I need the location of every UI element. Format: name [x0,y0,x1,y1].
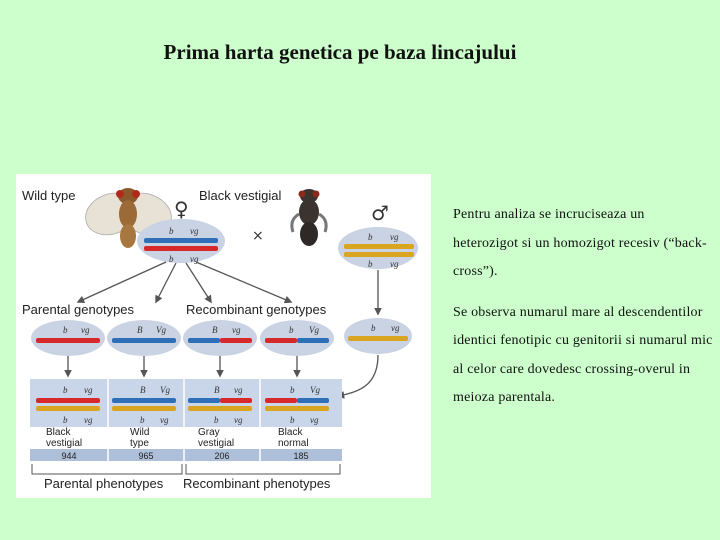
parental-bracket [31,464,183,475]
count-value: 185 [293,451,308,461]
black-vestigial-label: Black vestigial [199,188,281,203]
allele-label: b [214,415,219,425]
phenotype-name: vestigial [198,438,234,449]
recombinant-phenotypes-label: Recombinant phenotypes [183,476,331,491]
parental-genotypes-label: Parental genotypes [22,302,135,317]
allele-label: b [169,226,174,236]
offspring-boxes: b vg b vg B Vg b vg B vg b vg b Vg b vg [30,379,342,427]
allele-label: Vg [156,325,166,335]
recombinant-bracket [185,464,341,475]
phenotype-name: Gray [198,427,220,438]
counts-bar: 944 965 206 185 [30,449,342,461]
allele-label: vg [190,254,199,264]
allele-label: vg [234,385,243,395]
male-symbol: ♂ [371,201,389,225]
arrow [336,354,379,399]
arrow [155,262,177,304]
allele-label: B [214,385,220,395]
allele-label: Vg [309,325,319,335]
allele-label: b [290,385,295,395]
black-vestigial-fly-image [290,189,328,246]
allele-label: b [63,385,68,395]
allele-label: b [371,323,376,333]
female-symbol: ♀ [174,197,189,221]
cross-symbol: × [252,228,264,244]
allele-label: B [212,325,218,335]
explanation-text: Pentru analiza se incruciseaza un hetero… [453,201,713,425]
allele-label: vg [310,415,319,425]
parental-phenotypes-label: Parental phenotypes [44,476,164,491]
allele-label: b [290,415,295,425]
allele-label: vg [391,323,400,333]
count-value: 944 [61,451,76,461]
figure-svg: Wild type Black vestigial ♀ ♂ × b vg b v… [22,188,418,491]
phenotype-name: normal [278,438,309,449]
genetic-map-figure: Wild type Black vestigial ♀ ♂ × b vg b v… [16,174,431,498]
allele-label: Vg [310,385,320,395]
paragraph-backcross: Pentru analiza se incruciseaza un hetero… [453,207,707,279]
allele-label: b [63,415,68,425]
allele-label: vg [84,415,93,425]
page-title: Prima harta genetica pe baza lincajului [163,40,517,64]
allele-label: vg [232,325,241,335]
allele-label: vg [234,415,243,425]
paragraph-observation: Se observa numarul mare al descendentilo… [453,304,713,406]
allele-label: b [368,259,373,269]
allele-label: b [140,415,145,425]
gamete-ovals: b vg B Vg B vg b Vg b vg [31,318,412,356]
allele-label: vg [190,226,199,236]
phenotype-name: type [130,438,149,449]
allele-label: Vg [160,385,170,395]
allele-label: vg [160,415,169,425]
allele-label: B [140,385,146,395]
allele-label: b [368,232,373,242]
allele-label: b [289,325,294,335]
allele-label: b [63,325,68,335]
arrow [76,261,167,303]
phenotype-name: Black [278,427,303,438]
allele-label: vg [390,232,399,242]
female-parent-chromosomes: b vg b vg [137,219,225,264]
phenotype-name: vestigial [46,438,82,449]
allele-label: b [169,254,174,264]
count-value: 965 [138,451,153,461]
allele-label: vg [84,385,93,395]
allele-label: B [137,325,143,335]
count-value: 206 [214,451,229,461]
allele-label: vg [81,325,90,335]
wild-type-label: Wild type [22,188,75,203]
allele-label: vg [390,259,399,269]
phenotype-name: Black [46,427,71,438]
recombinant-genotypes-label: Recombinant genotypes [186,302,327,317]
male-parent-chromosomes: b vg b vg [338,227,418,269]
arrow [185,262,212,304]
phenotype-name: Wild [130,427,149,438]
arrow [195,261,293,304]
